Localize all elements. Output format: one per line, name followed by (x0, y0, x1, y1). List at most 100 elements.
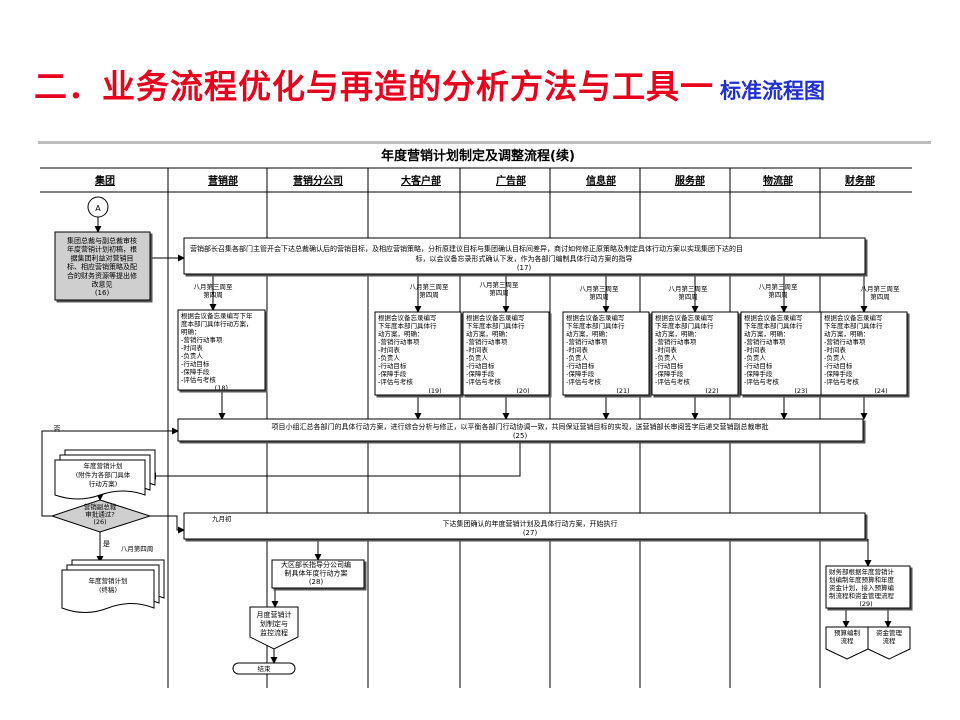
annual-plan-doc-text-line: 年度营销计划 (84, 461, 123, 470)
step-29-box (825, 565, 911, 609)
dept-plan-text: -营销行动事项 (655, 337, 697, 346)
annual-plan-document-sheet (54, 459, 146, 500)
title-main: 二．业务流程优化与再造的分析方法与工具一 (34, 67, 714, 106)
step-16-text-line: 据集团利益对营销目 (71, 253, 134, 262)
dept-plan-box (562, 311, 650, 396)
dept-plan-text: 下年度本部门具体行 (378, 321, 437, 330)
dept-plan-text: -行动目标 (466, 361, 495, 370)
dept-plan-text: -负责人 (566, 353, 588, 362)
step-27-text: (27) (523, 529, 538, 537)
step-27-text: 下达集团确认的年度营销计划及具体行动方案，开始执行 (443, 519, 618, 528)
step-29-text: 财务部根据年度营销计 (829, 567, 895, 576)
step-16-text-line: 合的财务资源等提出修 (67, 271, 137, 280)
dept-plan-number: (21) (616, 387, 629, 395)
step-18-box (177, 309, 266, 391)
annual-plan-doc-text-line: (附件为各部门具体 (76, 470, 131, 479)
dept-plan-number: (22) (705, 387, 718, 395)
dept-plan-number: (24) (874, 387, 887, 395)
final-plan-document (61, 559, 165, 613)
arrow-25-doc (149, 441, 521, 480)
step-17-text: 营销部长召集各部门主管开会下达总裁确认后的营销目标，及相应营销策略，分析原建议目… (190, 244, 743, 253)
dept-plan-text: 下年度本部门具体行 (655, 321, 714, 330)
dept-plan-text: -负责人 (378, 353, 400, 362)
lane-header: 营销部 (208, 174, 238, 187)
label-yes: 是 (103, 540, 110, 548)
end-label: 结束 (258, 664, 272, 673)
dept-plan-box (820, 311, 908, 396)
step-16-text-line: 集团总裁与副总裁审核 (67, 236, 137, 245)
timing-label: 第四周 (870, 292, 890, 301)
lane-header: 财务部 (844, 174, 875, 187)
dept-plan-text: -营销行动事项 (566, 337, 608, 346)
dept-plan-number: (20) (516, 387, 529, 395)
dept-plan-text: 根据会议备忘录编写 (824, 313, 883, 322)
step-18-text: 明确： (181, 327, 201, 336)
final-plan-doc-text-line: 年度营销计划 (89, 576, 128, 585)
step-18-text: -营销行动事项 (181, 335, 223, 344)
timing-label: 八月第三周至 (861, 284, 901, 293)
dept-plan-text: 根据会议备忘录编写 (466, 313, 525, 322)
lane-header: 服务部 (675, 174, 705, 187)
dept-plan-text: 下年度本部门具体行 (744, 321, 803, 330)
decision-26-diamond (50, 499, 152, 533)
dept-plan-number: (19) (428, 387, 441, 395)
dept-plan-text: -负责人 (466, 353, 488, 362)
step-16-box (54, 231, 151, 301)
monthly-plan-offpage (249, 606, 299, 650)
step-16-text-line: 年度营销计划初稿，根 (67, 245, 137, 254)
step-16-text-line: 标、相应营销策略及配 (67, 262, 137, 271)
budget-flow-offpage (825, 626, 869, 660)
dept-plan-text: -行动目标 (824, 361, 853, 370)
dept-plan-text: -营销行动事项 (378, 337, 420, 346)
title-subtitle: 标准流程图 (720, 79, 825, 103)
dept-plan-box (740, 311, 828, 396)
dept-plan-text: -行动目标 (566, 361, 595, 370)
final-plan-doc-text-line: (终稿) (99, 585, 117, 594)
lane-header: 广告部 (496, 174, 526, 187)
monthly-plan-text-line: 划制定与 (260, 619, 288, 628)
step-18-text: 度本部门具体行动方案， (181, 319, 253, 328)
step-28-text-line: (28) (309, 578, 324, 586)
dept-plan-text: -营销行动事项 (466, 337, 508, 346)
dept-plan-text: -负责人 (655, 353, 677, 362)
dept-plan-text: -评估与考核 (566, 377, 601, 386)
end-terminator (232, 662, 296, 675)
dept-plan-text: -行动目标 (744, 361, 773, 370)
step-28-box (271, 559, 365, 589)
budget-flow-text-line: 预算编制 (834, 628, 861, 637)
timing-label: 第四周 (203, 290, 223, 299)
label-no: 否 (54, 425, 61, 433)
dept-plan-text: -时间表 (466, 345, 488, 354)
dept-plan-text: 动方案，明确： (378, 329, 424, 338)
dept-plan-text: -时间表 (744, 345, 766, 354)
dept-plan-text: -时间表 (655, 345, 677, 354)
dept-plan-text: -保障手段 (378, 369, 407, 378)
dept-plan-text: 动方案，明确： (824, 329, 870, 338)
dept-plan-text: -行动目标 (655, 361, 684, 370)
lane-header: 营销分公司 (293, 174, 343, 187)
step-29-text: (29) (859, 600, 872, 608)
timing-label: 八月第三周至 (580, 284, 620, 293)
dept-plan-text: -负责人 (824, 353, 846, 362)
dept-plan-text: -评估与考核 (824, 377, 859, 386)
monthly-plan-text-line: 监控流程 (260, 628, 288, 637)
lane-header: 信息部 (586, 174, 616, 187)
dept-plan-text: 下年度本部门具体行 (824, 321, 883, 330)
lane-header: 集团 (94, 174, 115, 187)
timing-label: 八月第三周至 (410, 282, 450, 291)
step-18-text: -保障手段 (181, 367, 210, 376)
fund-flow-offpage (867, 626, 911, 660)
step-27-box (183, 512, 866, 540)
dept-plan-text: 动方案，明确： (655, 329, 701, 338)
dept-plan-number: (23) (794, 387, 807, 395)
timing-label: 第四周 (768, 290, 788, 299)
dept-plan-text: -保障手段 (824, 369, 853, 378)
lane-header: 大客户部 (401, 174, 441, 187)
annual-plan-doc-text-line: 行动方案) (89, 479, 118, 488)
step-16-text-line: 改意见 (92, 280, 113, 289)
decision-26-text-line: (26) (93, 518, 106, 526)
dept-plan-text: -负责人 (744, 353, 766, 362)
step-29-text: 制流程和资金管理流程 (829, 591, 895, 600)
timing-label: 第四周 (419, 290, 439, 299)
dept-plan-text: 下年度本部门具体行 (466, 321, 525, 330)
